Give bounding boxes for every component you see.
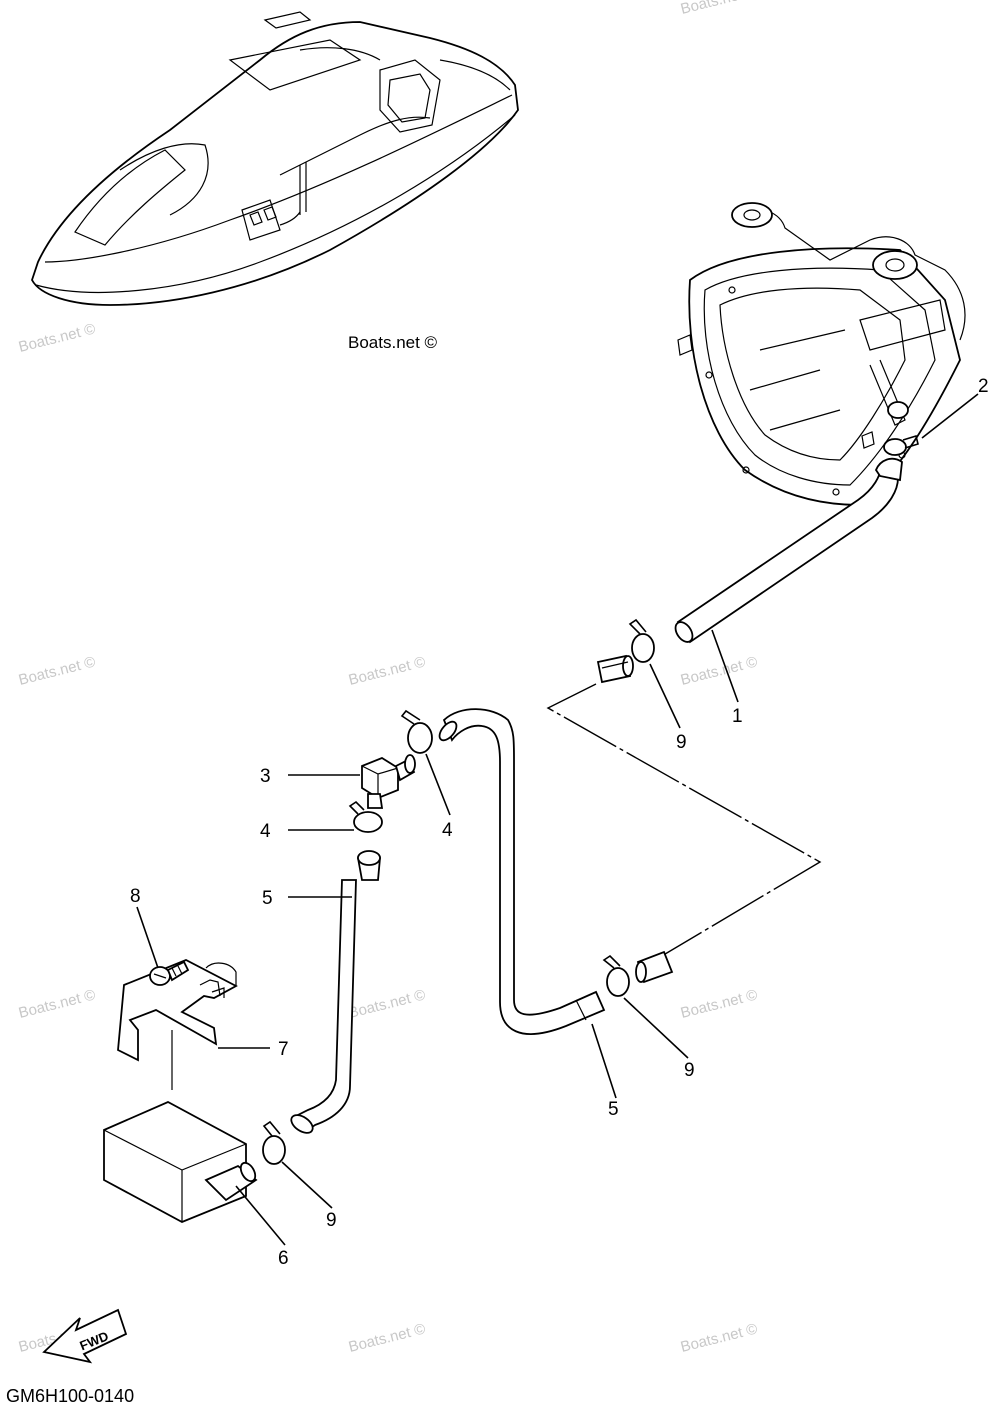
callout-number: 9: [684, 1060, 695, 1081]
callout-number: 9: [326, 1210, 337, 1231]
watermark: Boats.net ©: [17, 653, 97, 689]
drawing-code: GM6H100-0140: [6, 1386, 134, 1406]
callout-number: 9: [676, 732, 687, 753]
hose-clamp-9-lower: [262, 1120, 286, 1165]
callouts: 1 2 3 4 4 5 5 6 7 8 9 9 9: [130, 376, 989, 1269]
connection-lines: [546, 683, 822, 961]
hose-fitting-lower: [635, 950, 674, 984]
watercraft-overview: [31, 11, 519, 306]
bracket-7: [117, 959, 238, 1090]
watermark: Boats.net ©: [679, 1320, 759, 1356]
callout-number: 5: [608, 1099, 619, 1120]
jet-pump-housing: [677, 202, 966, 506]
credit-label: Boats.net ©: [348, 333, 438, 352]
callout-number: 5: [262, 888, 273, 909]
callout-number: 1: [732, 706, 743, 727]
callout-number: 6: [278, 1248, 289, 1269]
hose-clamp-2: [883, 434, 919, 456]
leader-lines: [136, 393, 979, 1246]
hose-clamp-9-middle: [602, 954, 630, 997]
callout-number: 3: [260, 766, 271, 787]
hose-5-left: [290, 850, 381, 1134]
hose-clamp-9-upper: [628, 618, 655, 663]
water-box-6: [103, 1100, 258, 1223]
callout-number: 4: [442, 820, 453, 841]
fwd-arrow-icon: FWD: [42, 1308, 128, 1364]
callout-number: 2: [978, 376, 989, 397]
watermark: Boats.net ©: [17, 320, 97, 356]
hose-5-right: [438, 708, 606, 1035]
hose-clamp-4-lower: [348, 800, 383, 833]
watermark: Boats.net ©: [347, 653, 427, 689]
screw-8: [149, 960, 190, 986]
watermark: Boats.net ©: [679, 653, 759, 689]
watermark: Boats.net ©: [679, 0, 759, 18]
watermark: Boats.net ©: [347, 986, 427, 1022]
watermark: Boats.net ©: [679, 986, 759, 1022]
callout-number: 4: [260, 821, 271, 842]
watermark: Boats.net ©: [347, 1320, 427, 1356]
hose-clamp-4-upper: [400, 709, 433, 754]
watermark: Boats.net ©: [17, 986, 97, 1022]
callout-number: 8: [130, 886, 141, 907]
hose-1: [674, 457, 903, 644]
elbow-fitting-3: [361, 754, 416, 809]
callout-number: 7: [278, 1039, 289, 1060]
hose-fitting-upper: [596, 654, 634, 684]
